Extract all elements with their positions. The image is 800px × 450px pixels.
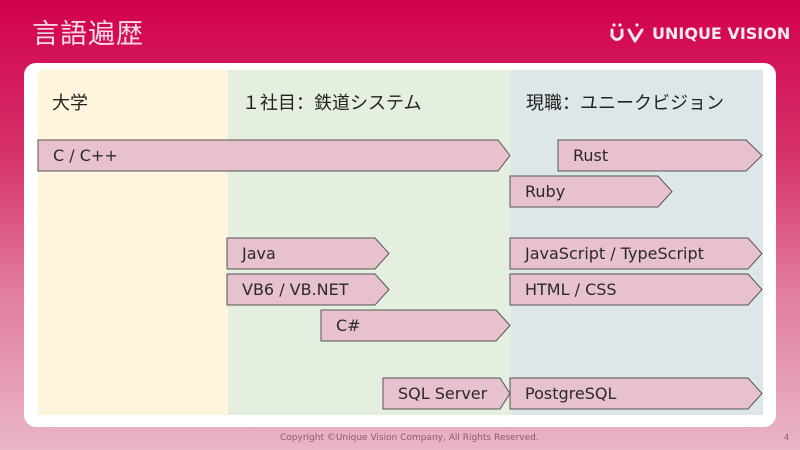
period-label-university: 大学 [52, 93, 88, 114]
period-label-current: 現職：ユニークビジョン [526, 93, 724, 114]
language-label-ruby: Ruby [525, 182, 566, 201]
unique-vision-logo: UNIQUE VISION [610, 20, 790, 46]
language-bar-vb6-vb-net [226, 273, 390, 306]
language-label-postgresql: PostgreSQL [525, 384, 617, 403]
language-bar-postgresql [509, 377, 763, 410]
language-label-sql-server: SQL Server [398, 384, 488, 403]
language-label-html-css: HTML / CSS [525, 280, 617, 299]
language-bar-c-c [37, 139, 511, 172]
logo-text: UNIQUE VISION [652, 23, 791, 43]
language-label-javascript-typescript: JavaScript / TypeScript [525, 244, 704, 263]
language-bar-c [320, 309, 511, 342]
copyright-footer: Copyright ©Unique Vision Company, All Ri… [280, 433, 539, 443]
language-label-c-c: C / C++ [53, 146, 118, 165]
language-bar-rust [557, 139, 763, 172]
language-label-java: Java [242, 244, 276, 263]
period-university [38, 70, 228, 415]
language-bar-sql-server [382, 377, 511, 410]
period-label-first-company: １社目：鉄道システム [242, 93, 422, 114]
language-label-c: C# [336, 316, 361, 335]
slide-title: 言語遍歴 [32, 19, 144, 50]
language-label-vb6-vb-net: VB6 / VB.NET [242, 280, 349, 299]
language-bar-html-css [509, 273, 763, 306]
language-label-rust: Rust [573, 146, 609, 165]
language-bar-java [226, 237, 390, 270]
page-number: 4 [784, 433, 790, 442]
language-bar-ruby [509, 175, 673, 208]
smile-logo-icon [610, 23, 644, 43]
language-bar-javascript-typescript [509, 237, 763, 270]
